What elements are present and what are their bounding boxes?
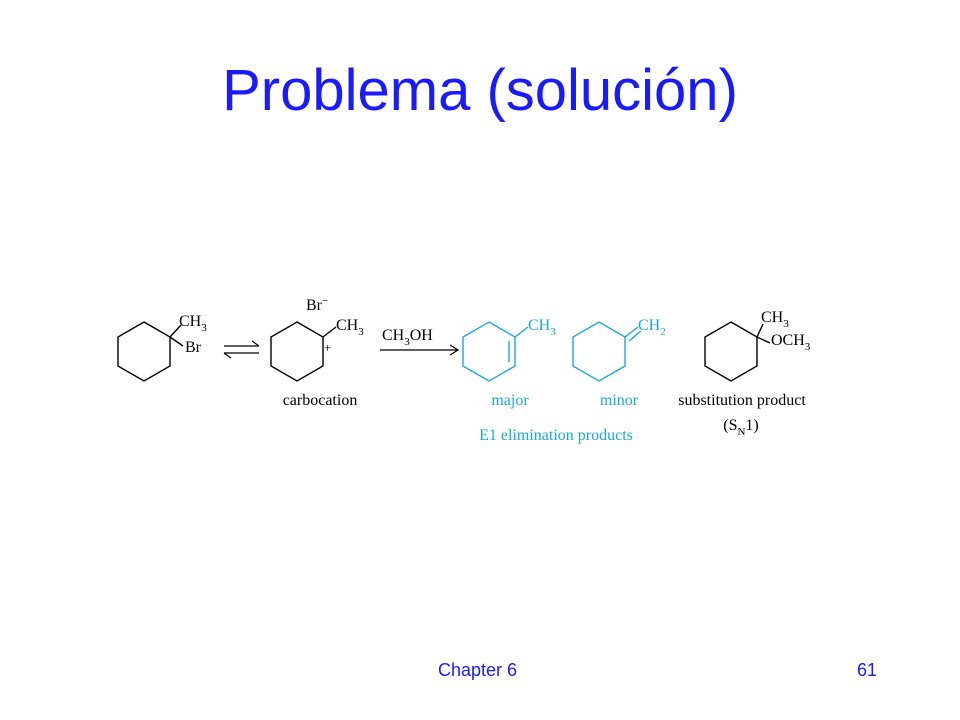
- carbocation-label: carbocation: [283, 392, 358, 409]
- substitution-product-molecule: CH3 OCH3 substitution product (SN1): [678, 309, 811, 438]
- major-label: major: [491, 392, 529, 409]
- cyclohexane-ring: [270, 321, 324, 382]
- page-number: 61: [857, 660, 878, 680]
- bromide-ion-label: Br−: [306, 295, 328, 314]
- mechanism-label: (SN1): [723, 417, 759, 438]
- cyclohexane-ring: [704, 321, 758, 382]
- cyclohexane-ring: [117, 321, 171, 382]
- minor-product-molecule: CH2 minor: [572, 317, 666, 409]
- methanol-label: CH3OH: [382, 327, 433, 348]
- methyl-label: CH3: [761, 309, 789, 330]
- carbocation-molecule: Br− CH3 + carbocation: [270, 295, 364, 409]
- methyl-label: CH3: [179, 313, 207, 334]
- page-title: Problema (solución): [222, 58, 738, 123]
- equilibrium-arrow: [223, 340, 260, 359]
- reactant-molecule: CH3 Br: [117, 313, 207, 382]
- cyclohexane-ring: [572, 321, 626, 382]
- methyl-label: CH3: [528, 317, 556, 338]
- positive-charge: +: [324, 340, 331, 355]
- bromine-label: Br: [185, 339, 202, 356]
- minor-label: minor: [600, 392, 639, 409]
- methyl-label: CH3: [336, 317, 364, 338]
- footer-chapter: Chapter 6: [438, 660, 518, 680]
- cyclohexene-ring: [462, 321, 516, 382]
- major-product-molecule: CH3 major: [462, 317, 556, 409]
- methoxy-label: OCH3: [771, 332, 811, 353]
- methylene-label: CH2: [638, 317, 666, 338]
- substitution-label: substitution product: [678, 392, 806, 409]
- elimination-caption: E1 elimination products: [479, 427, 633, 444]
- reagent-arrow: CH3OH: [380, 327, 460, 356]
